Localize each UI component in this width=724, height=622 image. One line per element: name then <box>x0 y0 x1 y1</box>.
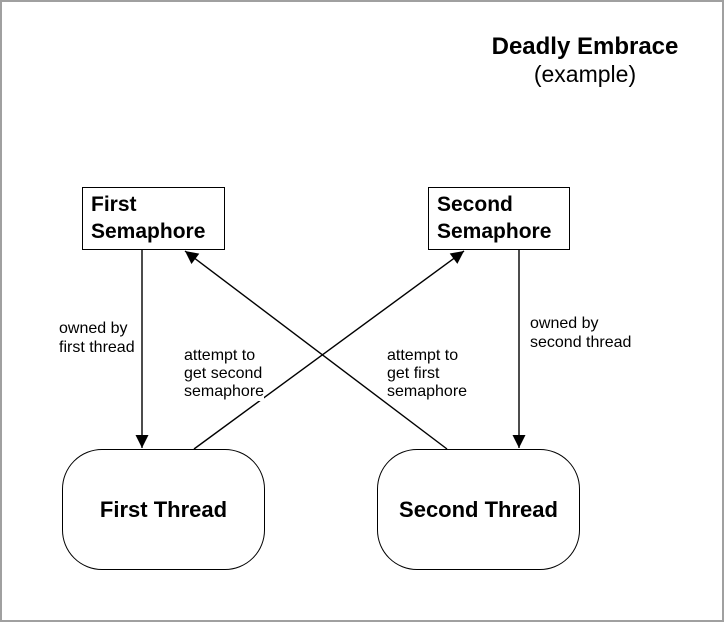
node-second-semaphore: Second Semaphore <box>428 187 570 250</box>
node-second-thread: Second Thread <box>377 449 580 570</box>
title-main: Deadly Embrace <box>491 33 679 60</box>
edge-label-owned-by-second-thread: owned by second thread <box>530 314 632 352</box>
node-first-thread: First Thread <box>62 449 265 570</box>
title-subtitle: (example) <box>533 61 637 87</box>
edge-label-attempt-get-first-semaphore: attempt to get first semaphore <box>387 347 468 401</box>
diagram-title: Deadly Embrace (example) <box>435 33 722 88</box>
edge-label-attempt-get-second-semaphore: attempt to get second semaphore <box>184 347 265 401</box>
node-first-semaphore: First Semaphore <box>82 187 225 250</box>
edge-label-owned-by-first-thread: owned by first thread <box>59 319 135 357</box>
